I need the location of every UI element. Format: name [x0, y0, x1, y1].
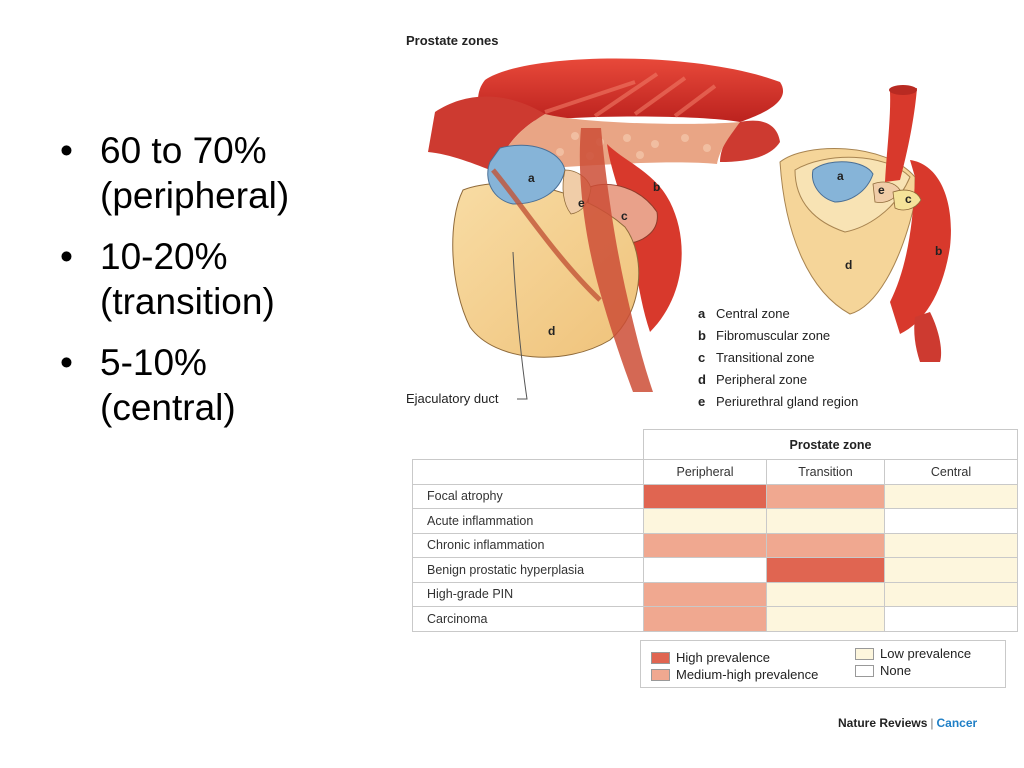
prevalence-cell	[643, 581, 767, 607]
legend-item-high: High prevalence	[651, 650, 770, 665]
table-row: Chronic inflammation	[412, 532, 1018, 558]
ejaculatory-duct	[491, 168, 602, 302]
cs-zone-label-e: e	[878, 183, 885, 197]
prevalence-cell	[643, 606, 767, 632]
column-header-transition: Transition	[766, 459, 885, 485]
urethra	[579, 128, 653, 392]
bullet-zone: (central)	[100, 387, 236, 428]
prevalence-table: Prostate zone Peripheral Transition Cent…	[412, 429, 1018, 632]
prostate-anatomy-illustration: a e b c d a e c d b	[428, 58, 951, 400]
credit-separator: |	[930, 716, 934, 730]
prevalence-cell	[884, 483, 1018, 509]
legend-swatch	[651, 651, 670, 664]
publisher-credit: Nature Reviews|Cancer	[838, 716, 977, 730]
publisher-name: Nature Reviews	[838, 716, 928, 730]
prevalence-cell	[884, 581, 1018, 607]
bullet-value: 5-10%	[100, 342, 207, 383]
prevalence-legend: High prevalence Medium-high prevalence L…	[640, 640, 1006, 688]
figure-title: Prostate zones	[406, 33, 499, 48]
prevalence-cell	[884, 532, 1018, 558]
cs-zone-label-b: b	[935, 244, 942, 258]
row-label: Carcinoma	[412, 606, 644, 632]
cs-zone-label-c: c	[905, 192, 912, 206]
row-label: Acute inflammation	[412, 508, 644, 534]
prevalence-cell	[766, 557, 885, 583]
legend-item-medium-high: Medium-high prevalence	[651, 667, 818, 682]
table-group-header: Prostate zone	[643, 429, 1018, 460]
bladder-wall	[428, 96, 545, 172]
row-label: High-grade PIN	[412, 581, 644, 607]
legend-item-none: None	[855, 663, 911, 678]
row-label: Focal atrophy	[412, 483, 644, 509]
table-row: Carcinoma	[412, 606, 1018, 632]
prevalence-cell	[766, 581, 885, 607]
row-label: Chronic inflammation	[412, 532, 644, 558]
row-label: Benign prostatic hyperplasia	[412, 557, 644, 583]
prevalence-cell	[643, 532, 767, 558]
cross-section-urethra	[885, 88, 917, 182]
table-row: Benign prostatic hyperplasia	[412, 557, 1018, 583]
cs-zone-label-a: a	[837, 169, 844, 183]
legend-item-low: Low prevalence	[855, 646, 971, 661]
zone-label-e: e	[578, 196, 585, 210]
bullet-item: 10-20% (transition)	[58, 234, 378, 324]
bullet-zone: (peripheral)	[100, 175, 290, 216]
bullet-list: 60 to 70% (peripheral) 10-20% (transitio…	[58, 128, 378, 446]
zone-label-a: a	[528, 171, 535, 185]
prevalence-cell	[884, 508, 1018, 534]
prevalence-cell	[643, 508, 767, 534]
bullet-item: 5-10% (central)	[58, 340, 378, 430]
table-row: Focal atrophy	[412, 483, 1018, 509]
table-row: High-grade PIN	[412, 581, 1018, 607]
column-header-peripheral: Peripheral	[643, 459, 767, 485]
table-row: Acute inflammation	[412, 508, 1018, 534]
prevalence-cell	[766, 483, 885, 509]
prevalence-cell	[643, 557, 767, 583]
bullet-item: 60 to 70% (peripheral)	[58, 128, 378, 218]
cs-zone-label-d: d	[845, 258, 852, 272]
prevalence-cell	[766, 606, 885, 632]
bullet-value: 60 to 70%	[100, 130, 267, 171]
zone-label-b: b	[653, 180, 660, 194]
zone-label-c: c	[621, 209, 628, 223]
ejaculatory-duct-label: Ejaculatory duct	[406, 391, 499, 406]
cross-section-fibromuscular	[890, 160, 951, 334]
prevalence-cell	[884, 557, 1018, 583]
legend-swatch	[855, 647, 874, 660]
prevalence-cell	[643, 483, 767, 509]
legend-swatch	[855, 664, 874, 677]
legend-swatch	[651, 668, 670, 681]
prevalence-cell	[766, 532, 885, 558]
prevalence-cell	[766, 508, 885, 534]
bullet-zone: (transition)	[100, 281, 275, 322]
prevalence-cell	[884, 606, 1018, 632]
zone-label-d: d	[548, 324, 555, 338]
column-header-central: Central	[884, 459, 1018, 485]
bullet-value: 10-20%	[100, 236, 228, 277]
journal-name: Cancer	[936, 716, 978, 730]
